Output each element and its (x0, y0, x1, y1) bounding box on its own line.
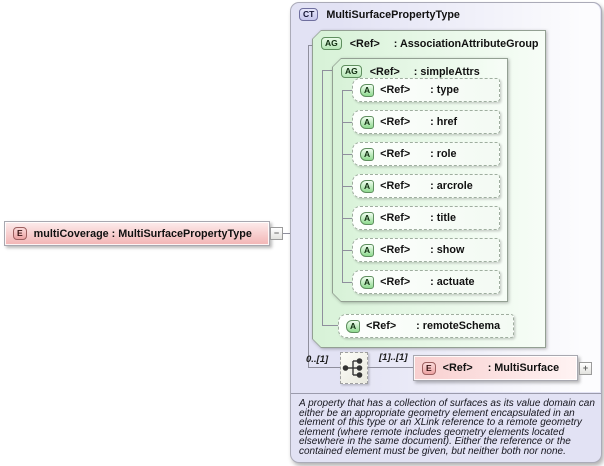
simpleattrs-header: AG <Ref> : simpleAttrs (341, 65, 480, 78)
attribute-ref: <Ref> (380, 84, 411, 96)
attribute-badge: A (360, 179, 375, 193)
attribute-name: : remoteSchema (416, 320, 501, 332)
attribute-ref: <Ref> (380, 180, 411, 192)
attribute-name: : type (430, 84, 459, 96)
attribute-name: : actuate (430, 276, 475, 288)
element-multicoverage[interactable]: E multiCoverage : MultiSurfacePropertyTy… (4, 221, 270, 246)
connector-line (342, 218, 352, 219)
attribute-actuate[interactable]: A <Ref> : actuate (352, 270, 500, 294)
attribute-name: : href (430, 116, 458, 128)
attribute-badge: A (346, 319, 361, 333)
attribute-ref: <Ref> (366, 320, 397, 332)
connector-line (322, 70, 323, 326)
attribute-name: : show (430, 244, 465, 256)
simpleattrs-ref: <Ref> (369, 65, 400, 78)
attribute-ref: <Ref> (380, 116, 411, 128)
connector-line (342, 282, 352, 283)
connector-line (342, 122, 352, 123)
element-ref: <Ref> (442, 362, 473, 374)
attribute-group-name: : AssociationAttributeGroup (393, 37, 539, 50)
attribute-title[interactable]: A <Ref> : title (352, 206, 500, 230)
complex-type-header: CT MultiSurfacePropertyType (299, 8, 460, 21)
simpleattrs-name: : simpleAttrs (413, 65, 480, 78)
element-name: : MultiSurface (487, 362, 560, 374)
attribute-group-badge: AG (321, 37, 342, 50)
connector-line (308, 45, 309, 367)
attribute-group-badge: AG (341, 65, 362, 78)
expand-handle[interactable]: + (579, 362, 592, 375)
element-badge: E (422, 361, 436, 375)
attribute-group-ref: <Ref> (349, 37, 380, 50)
attribute-ref: <Ref> (380, 148, 411, 160)
attribute-badge: A (360, 147, 375, 161)
complex-type-title: MultiSurfacePropertyType (326, 8, 460, 21)
collapse-handle[interactable]: − (270, 227, 283, 240)
attribute-group-header: AG <Ref> : AssociationAttributeGroup (321, 37, 539, 50)
attribute-ref: <Ref> (380, 244, 411, 256)
connector-line (342, 90, 352, 91)
attribute-ref: <Ref> (380, 212, 411, 224)
attribute-ref: <Ref> (380, 276, 411, 288)
documentation-text: A property that has a collection of surf… (299, 398, 595, 457)
attribute-badge: A (360, 275, 375, 289)
occurrence-label: [1]..[1] (379, 352, 408, 363)
attribute-href[interactable]: A <Ref> : href (352, 110, 500, 134)
connector-line (342, 154, 352, 155)
sequence-icon[interactable] (340, 352, 368, 384)
attribute-badge: A (360, 243, 375, 257)
element-label: multiCoverage : MultiSurfacePropertyType (33, 227, 252, 240)
documentation-divider (291, 393, 601, 394)
attribute-badge: A (360, 83, 375, 97)
connector-line (308, 45, 313, 46)
attribute-name: : role (430, 148, 457, 160)
element-multisurface[interactable]: E <Ref> : MultiSurface (413, 355, 578, 381)
attribute-remoteschema[interactable]: A <Ref> : remoteSchema (338, 314, 514, 338)
connector-line (308, 367, 340, 368)
connector-line (342, 186, 352, 187)
connector-line (322, 325, 338, 326)
attribute-badge: A (360, 115, 375, 129)
connector-line (322, 70, 332, 71)
attribute-show[interactable]: A <Ref> : show (352, 238, 500, 262)
element-badge: E (13, 227, 27, 240)
occurrence-label: 0..[1] (306, 354, 329, 365)
attribute-arcrole[interactable]: A <Ref> : arcrole (352, 174, 500, 198)
attribute-role[interactable]: A <Ref> : role (352, 142, 500, 166)
sequence-glyph (342, 358, 363, 378)
attribute-name: : arcrole (430, 180, 473, 192)
complex-type-badge: CT (299, 8, 319, 21)
attribute-type[interactable]: A <Ref> : type (352, 78, 500, 102)
attribute-badge: A (360, 211, 375, 225)
connector-line (342, 250, 352, 251)
connector-line (368, 367, 413, 368)
attribute-name: : title (430, 212, 456, 224)
